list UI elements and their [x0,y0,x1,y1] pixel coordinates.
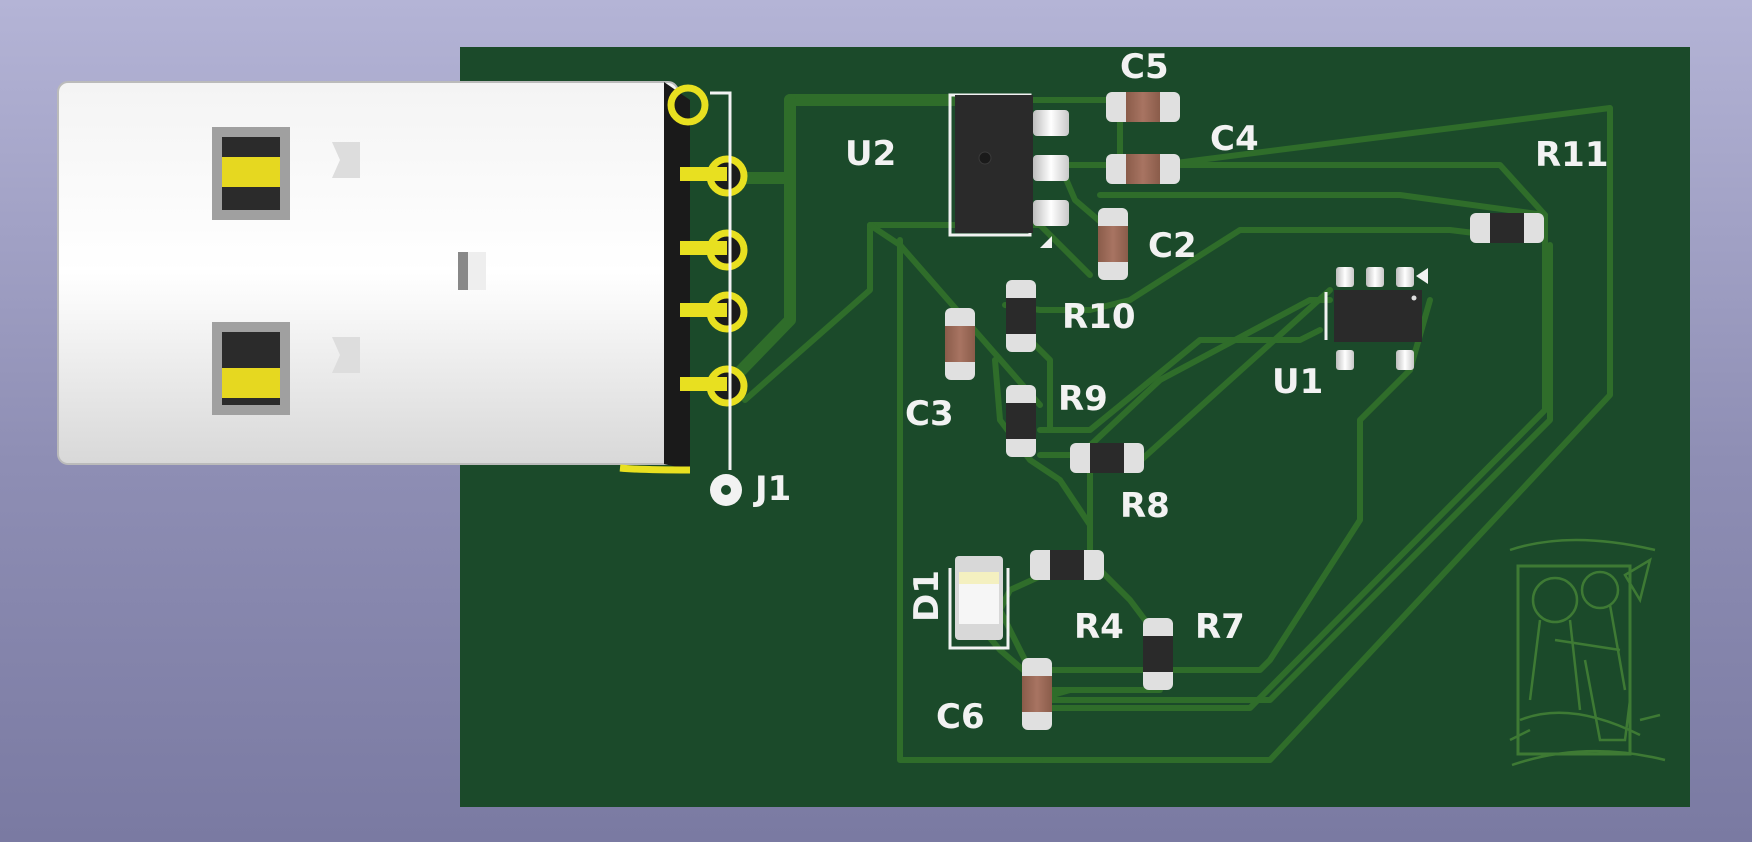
label-c5: C5 [1120,47,1169,87]
label-c2: C2 [1148,226,1197,266]
r11-resistor [1470,213,1544,243]
u1-ic [1324,267,1428,370]
c5-capacitor [1106,92,1180,122]
c6-capacitor [1022,658,1052,730]
label-d1: D1 [907,570,947,622]
c3-capacitor [945,308,975,380]
r8-resistor [1070,443,1144,473]
label-u2: U2 [845,134,896,174]
anime-artwork-logo [1509,538,1666,767]
label-c6: C6 [936,697,985,737]
c2-capacitor [1098,208,1128,280]
label-r11: R11 [1535,135,1609,175]
label-r10: R10 [1062,297,1136,337]
j1-pins [619,84,748,506]
r10-resistor [1006,280,1036,352]
u2-regulator [948,93,1069,248]
label-r9: R9 [1058,379,1108,419]
c4-capacitor [1106,154,1180,184]
r9-resistor [1006,385,1036,457]
d1-led [948,556,1010,650]
label-c3: C3 [905,394,954,434]
label-u1: U1 [1272,362,1323,402]
usb-connector [57,81,690,470]
r7-resistor [1143,618,1173,690]
label-r7: R7 [1195,607,1245,647]
label-c4: C4 [1210,119,1259,159]
label-j1: J1 [753,469,791,509]
silkscreen-labels: J1 U2 C5 C4 R11 C2 R10 U1 C3 R9 R8 R4 R7… [753,47,1609,737]
label-r4: R4 [1074,607,1124,647]
r4-resistor [1030,550,1104,580]
label-r8: R8 [1120,486,1170,526]
